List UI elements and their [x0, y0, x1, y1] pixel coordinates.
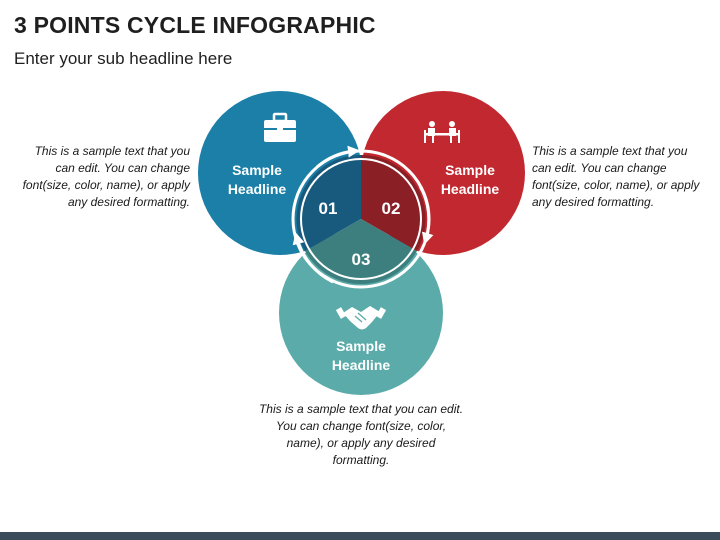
headline-02-line1: Sample [445, 162, 495, 178]
number-03: 03 [352, 250, 371, 269]
page-title: 3 POINTS CYCLE INFOGRAPHIC [14, 12, 376, 38]
cycle-arrow-3 [292, 232, 334, 284]
headline-03-line2: Headline [332, 357, 391, 373]
footer-bar [0, 532, 720, 540]
headline-01-line2: Headline [228, 181, 287, 197]
cycle-arrow-2 [418, 185, 434, 245]
number-01: 01 [319, 199, 338, 218]
headline-03-line1: Sample [336, 338, 386, 354]
headline-02-line2: Headline [441, 181, 500, 197]
meeting-table-icon [424, 121, 460, 143]
headline-01-line1: Sample [232, 162, 282, 178]
cycle-ring-inner [300, 158, 422, 280]
number-02: 02 [382, 199, 401, 218]
center-segment-01 [296, 154, 361, 251]
description-01: This is a sample text that you can edit.… [22, 144, 190, 209]
center-segment-03 [305, 219, 417, 285]
briefcase-icon [264, 112, 296, 142]
description-03: This is a sample text that you can edit.… [258, 402, 464, 467]
cycle-arrow-1 [316, 145, 360, 169]
handshake-icon [335, 306, 387, 330]
description-02: This is a sample text that you can edit.… [532, 144, 700, 209]
center-segment-02 [361, 154, 426, 251]
page-subtitle: Enter your sub headline here [14, 49, 233, 68]
